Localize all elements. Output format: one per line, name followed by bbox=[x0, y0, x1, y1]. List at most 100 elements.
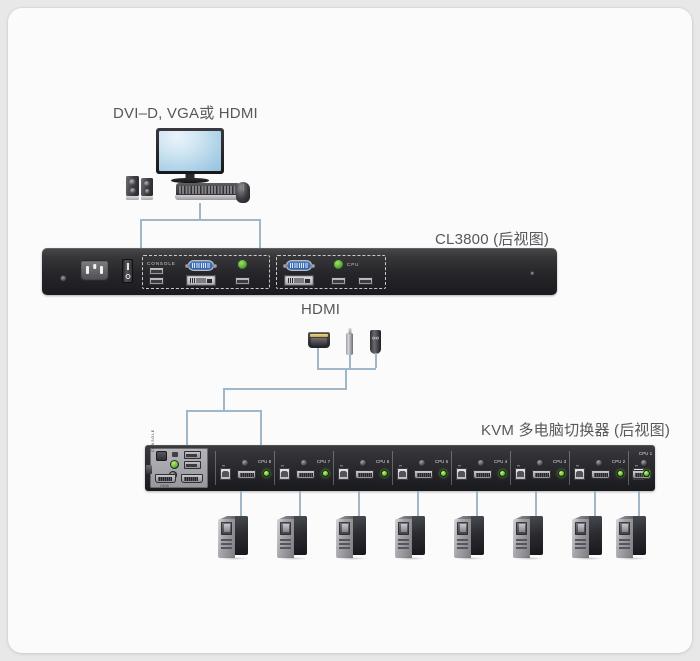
cl3800-cpu-group bbox=[276, 255, 386, 289]
cl3800-console-usb-a-upper bbox=[149, 267, 164, 275]
cl3800-cpu-vga-port bbox=[283, 260, 315, 271]
cpu-vga-screw-right bbox=[311, 263, 315, 268]
kvm-cpu8-usb-icon: ⚯ bbox=[222, 464, 226, 468]
kvm-cpu8-audio-port bbox=[241, 459, 249, 467]
kvm-cpu1-audio-port bbox=[640, 459, 648, 467]
kvm-cpu5-led bbox=[440, 470, 447, 477]
audio-cable-tail bbox=[348, 354, 351, 368]
tower-slot-1 bbox=[457, 539, 468, 541]
kvm-chassis: CONSOLE HDMI ⚯ CPU 8 ⚯ CPU 7 bbox=[145, 429, 655, 491]
tower-top bbox=[336, 516, 366, 520]
cl3800-console-usb-port bbox=[235, 277, 250, 285]
kvm-cpu8-hdmi-port bbox=[237, 470, 256, 479]
cl3800-console-label: CONSOLE bbox=[147, 261, 176, 266]
kvm-cpu5-usb-port bbox=[397, 468, 408, 480]
audio-connector-tip bbox=[348, 328, 351, 334]
cl3800-console-group bbox=[142, 255, 270, 289]
tower-drive-bay-inner bbox=[223, 524, 230, 532]
speaker-right-cone-bottom bbox=[144, 189, 150, 194]
hdmi-connector-body bbox=[311, 338, 327, 346]
tower-drive-bay bbox=[619, 522, 630, 535]
tower-slot-2 bbox=[339, 543, 350, 545]
kvm-sep-1 bbox=[274, 451, 275, 485]
tower-drive-bay-inner bbox=[282, 524, 289, 532]
video-interfaces-label: DVI–D, VGA或 HDMI bbox=[113, 105, 258, 122]
tower-drive-bay-inner bbox=[518, 524, 525, 532]
power-inlet-pin bbox=[92, 264, 97, 269]
kvm-console-usb-a-lower bbox=[184, 461, 201, 469]
cl3800-console-vga-port bbox=[185, 260, 217, 271]
tower-side-panel bbox=[294, 516, 307, 555]
kvm-cpu5-label: CPU 5 bbox=[435, 459, 449, 464]
tower-slot-3 bbox=[619, 547, 630, 549]
monitor-base bbox=[171, 178, 209, 183]
cable-kvm-left bbox=[186, 410, 188, 445]
tower-front-panel bbox=[336, 519, 353, 558]
diagram-card: DVI–D, VGA或 HDMI CL3800 (后视图) bbox=[8, 8, 692, 653]
cable-pc-6 bbox=[535, 491, 537, 516]
usb-cable-tail bbox=[374, 353, 377, 368]
cable-pc-4 bbox=[417, 491, 419, 516]
tower-slot-2 bbox=[398, 543, 409, 545]
hdmi-connector-gold-strip bbox=[310, 333, 328, 337]
kvm-cpu2-led bbox=[617, 470, 624, 477]
cable-console-right bbox=[259, 219, 261, 248]
kvm-console-hdmi-port bbox=[155, 474, 176, 483]
kvm-cpu2-usb-port bbox=[574, 468, 585, 480]
tower-slot-2 bbox=[221, 543, 232, 545]
usb-connector: ⚯ bbox=[370, 330, 381, 354]
computer-tower bbox=[572, 516, 603, 560]
kvm-sep-7 bbox=[628, 451, 629, 485]
kvm-cpu6-label: CPU 6 bbox=[376, 459, 390, 464]
tower-slot-1 bbox=[619, 539, 630, 541]
tower-shadow bbox=[337, 557, 367, 560]
power-switch-on-mark bbox=[126, 263, 129, 270]
speaker-right-cone-top bbox=[144, 181, 150, 187]
hdmi-cable-tail bbox=[317, 348, 320, 368]
tower-shadow bbox=[617, 557, 647, 560]
kvm-cpu2-usb-icon: ⚯ bbox=[576, 464, 580, 468]
cable-console-bus bbox=[140, 219, 260, 221]
cl3800-power-switch[interactable] bbox=[122, 259, 133, 283]
kvm-console-label: CONSOLE bbox=[151, 429, 155, 452]
tower-front-panel bbox=[395, 519, 412, 558]
kvm-cpu3-label: CPU 3 bbox=[553, 459, 567, 464]
cable-pc-7 bbox=[594, 491, 596, 516]
cable-pc-3 bbox=[358, 491, 360, 516]
kvm-cpu4-hdmi-port bbox=[473, 470, 492, 479]
kvm-sep-0 bbox=[215, 451, 216, 485]
cl3800-cpu-dvi-port bbox=[284, 275, 314, 286]
tower-front-panel bbox=[454, 519, 471, 558]
tower-top bbox=[616, 516, 646, 520]
cl3800-cpu-usb-port bbox=[331, 277, 346, 285]
tower-top bbox=[513, 516, 543, 520]
tower-drive-bay bbox=[398, 522, 409, 535]
cpu-vga-screw-left bbox=[283, 263, 287, 268]
console-keyboard bbox=[175, 183, 242, 201]
computer-tower bbox=[277, 516, 308, 560]
cl3800-cpu-label: CPU bbox=[347, 262, 360, 267]
tower-slot-3 bbox=[398, 547, 409, 549]
kvm-cpu4-usb-port bbox=[456, 468, 467, 480]
kvm-cpu4-led bbox=[499, 470, 506, 477]
cable-console-left bbox=[140, 219, 142, 248]
kvm-cpu3-hdmi-port bbox=[532, 470, 551, 479]
computer-tower bbox=[454, 516, 485, 560]
kvm-sep-3 bbox=[392, 451, 393, 485]
kvm-firmware-switch[interactable] bbox=[172, 452, 178, 457]
kvm-cpu2-label: CPU 2 bbox=[612, 459, 626, 464]
kvm-left-edge-screw bbox=[146, 465, 152, 474]
cable-kvm-bus bbox=[186, 410, 261, 412]
console-mouse bbox=[236, 182, 250, 203]
kvm-cpu1-label: CPU 1 bbox=[639, 451, 653, 456]
console-monitor bbox=[156, 128, 224, 184]
cable-pc-5 bbox=[476, 491, 478, 516]
kvm-cpu1-hdmi-hidden bbox=[632, 470, 651, 479]
tower-front-panel bbox=[277, 519, 294, 558]
cl3800-console-dvi-port bbox=[186, 275, 216, 286]
kvm-cpu5-audio-port bbox=[418, 459, 426, 467]
kvm-cpu7-usb-port bbox=[279, 468, 290, 480]
tower-top bbox=[454, 516, 484, 520]
kvm-cpu8-usb-port bbox=[220, 468, 231, 480]
tower-drive-bay bbox=[516, 522, 527, 535]
